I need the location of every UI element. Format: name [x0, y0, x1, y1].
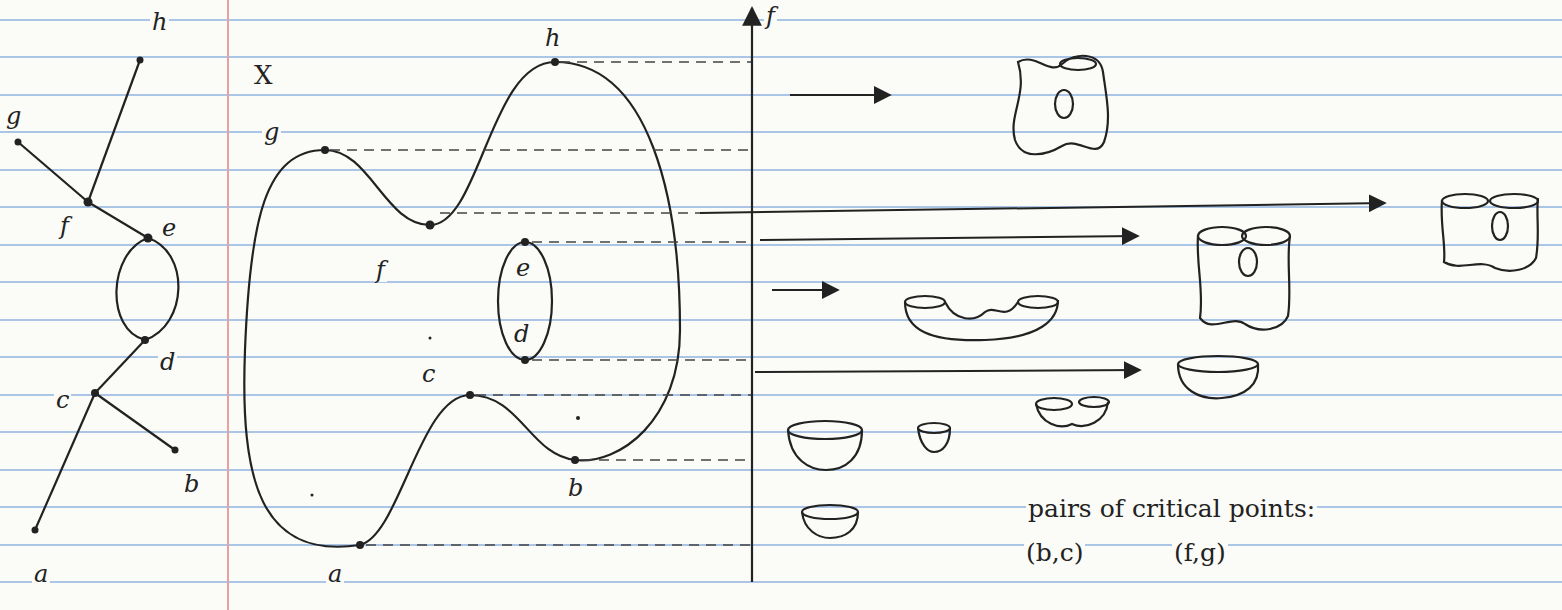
graph-vertex-label: d — [158, 350, 177, 374]
note-text: (b,c) — [1024, 540, 1085, 565]
f-axis — [751, 8, 753, 582]
critical-point-label: f — [374, 258, 387, 282]
level-arrows — [700, 95, 1385, 372]
sublevel-sketches — [788, 56, 1538, 538]
note-text: pairs of critical points: — [1026, 496, 1317, 521]
axis-label: f — [764, 4, 777, 28]
level-dashes — [330, 62, 752, 545]
reeb-vertices — [15, 57, 179, 534]
space-label: X — [252, 62, 275, 88]
critical-point-label: e — [514, 256, 532, 280]
critical-point-label: h — [543, 26, 562, 50]
graph-vertex-label: a — [32, 562, 50, 586]
critical-point-label: d — [512, 322, 531, 346]
note-text: (f,g) — [1172, 540, 1228, 565]
graph-vertex-label: e — [160, 216, 178, 240]
critical-point-label: g — [262, 120, 281, 144]
graph-vertex-label: c — [54, 388, 71, 412]
critical-point-label: a — [326, 562, 344, 586]
graph-vertex-label: g — [4, 104, 23, 128]
ruled-lines — [0, 20, 1562, 582]
surface-outline — [244, 62, 680, 547]
graph-vertex-label: h — [150, 10, 169, 34]
reeb-graph — [18, 60, 178, 530]
critical-point-label: b — [566, 476, 585, 500]
critical-point-label: c — [420, 362, 437, 386]
margin-line — [227, 0, 229, 610]
graph-vertex-label: b — [182, 472, 201, 496]
graph-vertex-label: f — [58, 214, 71, 238]
critical-points — [311, 58, 581, 549]
